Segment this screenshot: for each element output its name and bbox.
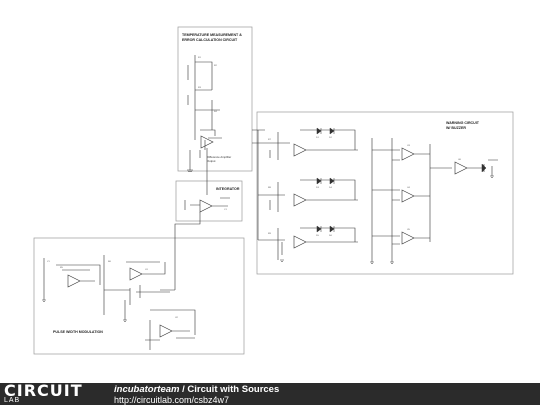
svg-text:R8: R8 <box>268 187 272 189</box>
pwm-block-title: PULSE WIDTH MODULATION <box>53 330 103 334</box>
svg-text:D6: D6 <box>329 235 333 237</box>
diff-amp-note: Difference Amplifier Output <box>207 155 232 163</box>
circuit-url[interactable]: http://circuitlab.com/csbz4w7 <box>114 395 230 405</box>
svg-text:R6: R6 <box>108 261 112 263</box>
wires <box>43 55 498 350</box>
integrator-block <box>175 180 243 222</box>
svg-text:R5: R5 <box>60 267 64 269</box>
svg-text:U4: U4 <box>407 187 411 189</box>
pwm-block <box>33 237 245 355</box>
circuit-credit: incubatorteam / Circuit with Sources <box>114 384 279 395</box>
circuit-title[interactable]: Circuit with Sources <box>187 384 280 395</box>
svg-text:U5: U5 <box>407 229 411 231</box>
svg-text:U2: U2 <box>175 317 179 319</box>
credit-separator: / <box>179 384 188 395</box>
svg-text:U1: U1 <box>145 269 149 271</box>
footer-bar: CIRCUIT LAB incubatorteam / Circuit with… <box>0 383 540 405</box>
svg-text:U3: U3 <box>407 145 411 147</box>
svg-text:D2: D2 <box>329 137 333 139</box>
svg-text:R7: R7 <box>268 139 272 141</box>
svg-text:R4: R4 <box>214 111 218 113</box>
svg-text:D1: D1 <box>316 137 320 139</box>
integrator-block-title: INTEGRATOR <box>216 187 240 191</box>
diodes <box>316 127 487 233</box>
warning-block-title: WARNING CIRCUIT W/ BUZZER <box>446 121 480 130</box>
svg-text:D5: D5 <box>316 235 320 237</box>
svg-text:D4: D4 <box>329 187 333 189</box>
schematic-canvas: TEMPERATURE MEASUREMENT & ERROR CALCULAT… <box>33 26 514 355</box>
author-link[interactable]: incubatorteam <box>114 384 180 395</box>
circuitlab-logo[interactable]: CIRCUIT <box>4 381 83 400</box>
svg-text:V1: V1 <box>47 261 50 263</box>
temp-block <box>177 26 253 172</box>
svg-text:U6: U6 <box>458 159 462 161</box>
svg-text:R2: R2 <box>214 65 218 67</box>
svg-text:R9: R9 <box>268 233 272 235</box>
grounds <box>42 169 494 322</box>
svg-text:R1: R1 <box>198 57 202 59</box>
svg-text:D3: D3 <box>316 187 320 189</box>
warning-block <box>256 111 514 275</box>
svg-text:C1: C1 <box>224 209 228 211</box>
temp-block-title: TEMPERATURE MEASUREMENT & ERROR CALCULAT… <box>182 33 243 42</box>
component-labels: R1 R2 R3 R4 C1 V1 R5 R6 U1 U2 R7 R8 R9 D… <box>47 57 462 319</box>
circuitlab-logo-sub: LAB <box>4 397 21 404</box>
svg-text:R3: R3 <box>198 87 202 89</box>
